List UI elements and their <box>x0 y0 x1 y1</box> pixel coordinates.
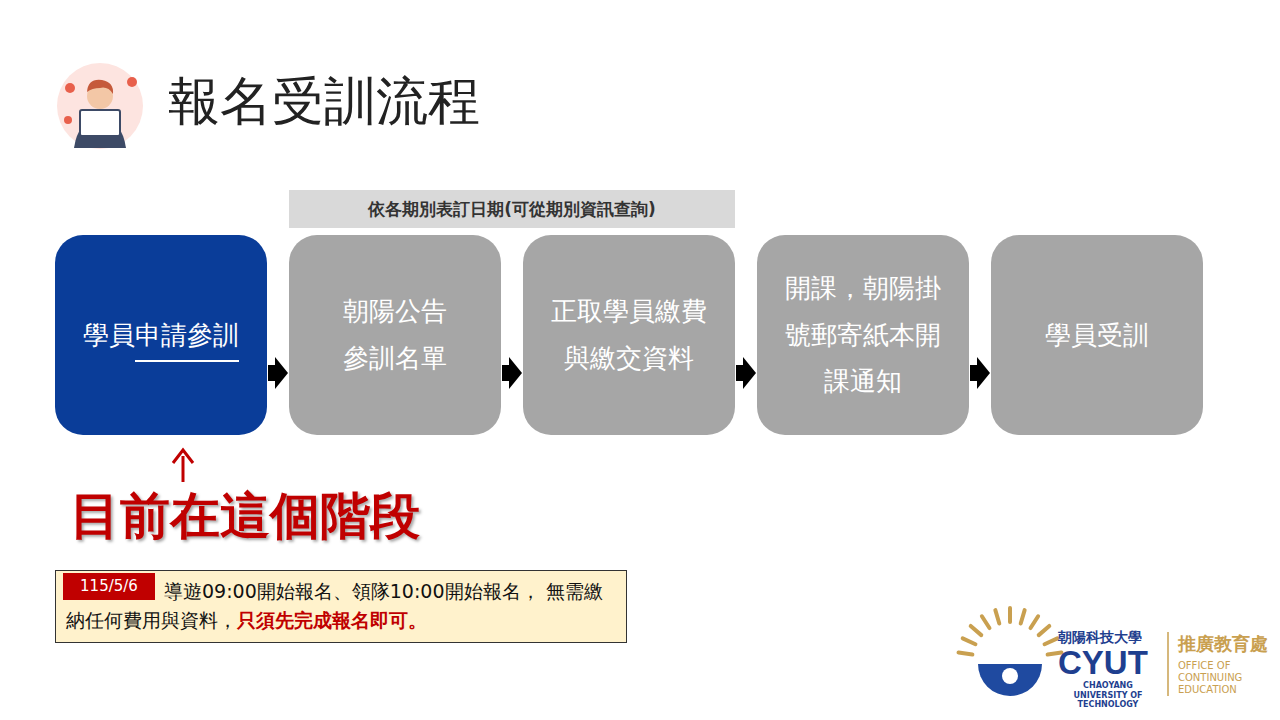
university-logo <box>959 608 1168 696</box>
underline-mark <box>135 360 239 362</box>
flow-arrow <box>268 357 288 389</box>
person-icon <box>57 63 143 149</box>
date-band: 依各期別表訂日期(可從期別資訊查詢) <box>289 190 735 228</box>
flow-arrow <box>502 357 522 389</box>
flow-arrow <box>736 357 756 389</box>
process-box: 學員受訓 <box>991 235 1203 435</box>
note-box: 導遊09:00開始報名、領隊10:00開始報名， 無需繳納任何費用與資料，只須先… <box>55 570 627 643</box>
note-highlight: 只須先完成報名即可。 <box>237 609 427 631</box>
node-text: 學員申請參訓 <box>83 312 239 359</box>
pointer-arrow <box>173 450 193 482</box>
process-box: 開課，朝陽掛 號郵寄紙本開 課通知 <box>757 235 969 435</box>
node-text: 朝陽公告 參訓名單 <box>301 288 489 382</box>
process-box: 正取學員繳費 與繳交資料 <box>523 235 735 435</box>
node-text: 依各期別表訂日期(可從期別資訊查詢) <box>368 198 656 221</box>
node-text: 學員受訓 <box>1045 312 1149 359</box>
office-name-zh: 推廣教育處 <box>1178 634 1268 654</box>
process-box: 學員申請參訓 <box>55 235 267 435</box>
page-title: 報名受訓流程 <box>168 70 480 132</box>
stage-callout: 目前在這個階段 <box>70 486 420 546</box>
node-text: 正取學員繳費 與繳交資料 <box>535 288 723 382</box>
logo-subtitle: CHAOYANG UNIVERSITY OF TECHNOLOGY <box>1056 681 1160 710</box>
logo-name-en: CYUT <box>1058 646 1148 679</box>
node-text: 開課，朝陽掛 號郵寄紙本開 課通知 <box>769 265 957 405</box>
logo-name-zh: 朝陽科技大學 <box>1058 630 1142 645</box>
date-tag: 115/5/6 <box>63 573 155 600</box>
office-name-en: OFFICE OF CONTINUING EDUCATION <box>1178 660 1254 696</box>
node-text: 115/5/6 <box>80 575 138 598</box>
flow-arrow <box>970 357 990 389</box>
process-box: 朝陽公告 參訓名單 <box>289 235 501 435</box>
